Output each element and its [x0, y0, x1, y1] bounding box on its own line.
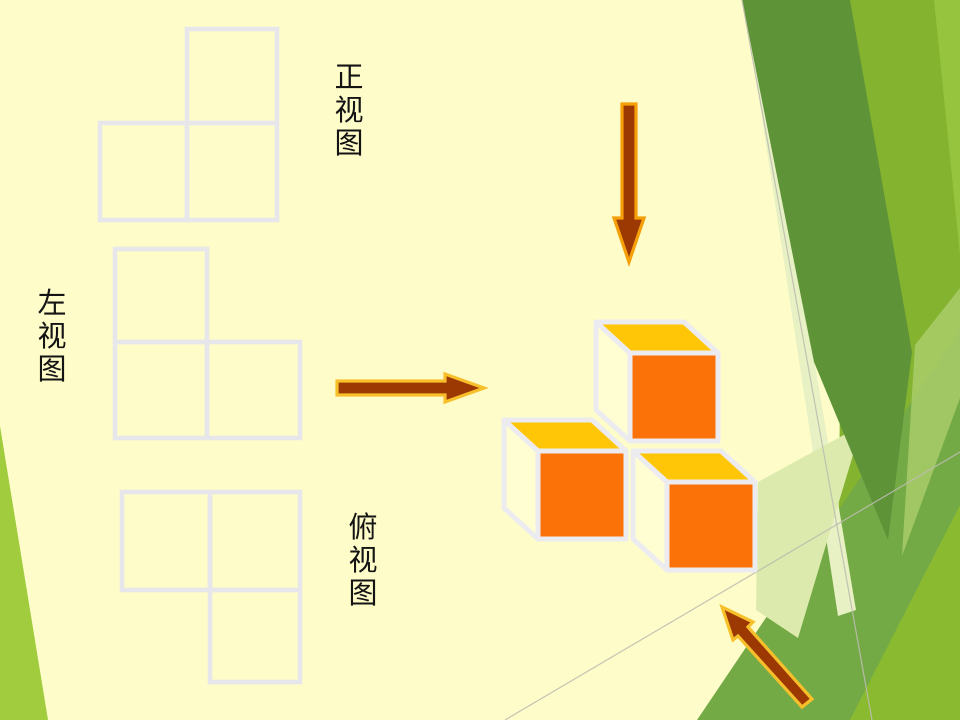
view-cell	[112, 246, 210, 345]
cube-front-face	[627, 350, 721, 444]
green-decor-right	[504, 0, 960, 720]
green-decor-bottom-left	[0, 426, 48, 720]
front-view-label: 正视图	[334, 62, 364, 160]
cube-0	[501, 417, 629, 542]
view-cell	[184, 26, 280, 126]
view-cell	[97, 120, 190, 223]
cube-2	[630, 448, 758, 573]
view-cell	[207, 489, 303, 593]
cube-1	[593, 319, 721, 444]
view-cell	[204, 339, 303, 441]
down-arrow	[611, 102, 647, 267]
front-view-squares	[97, 26, 280, 223]
side-view-squares	[112, 246, 303, 441]
view-cell	[119, 489, 213, 593]
view-cell	[184, 120, 280, 223]
diagonal-line-steep	[741, 0, 873, 720]
right-arrow	[335, 371, 489, 405]
cube-stack	[501, 319, 758, 573]
side-view-label: 左视图	[37, 288, 67, 386]
view-cell	[207, 587, 303, 685]
diagonal-line-shallow	[504, 451, 960, 720]
top-view-squares	[119, 489, 303, 685]
cube-front-face	[535, 448, 629, 542]
up-left-arrow	[719, 603, 815, 710]
cube-front-face	[664, 479, 758, 573]
view-cell	[112, 339, 210, 441]
top-view-label: 俯视图	[348, 512, 378, 610]
